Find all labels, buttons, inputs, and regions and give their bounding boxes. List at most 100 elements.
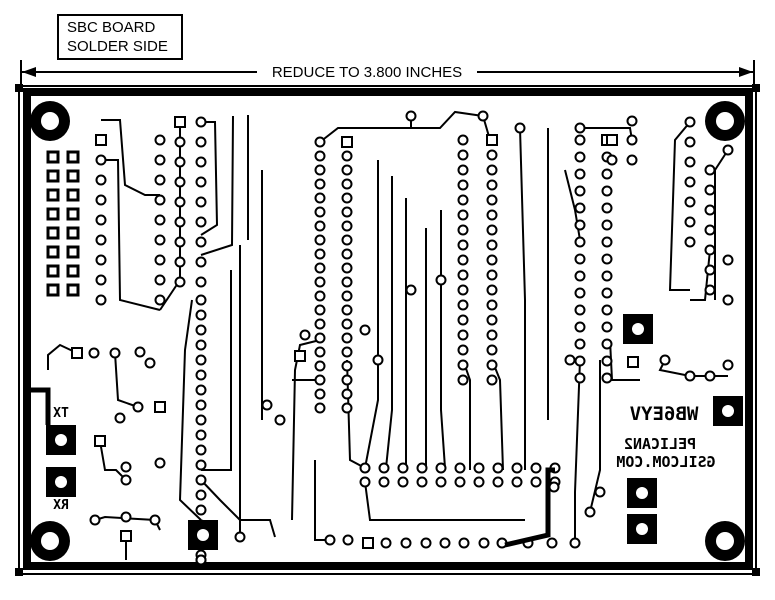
connector-pad <box>46 226 60 240</box>
square-pad <box>341 136 353 148</box>
round-pad <box>195 216 207 228</box>
round-pad <box>457 239 469 251</box>
round-pad <box>458 537 470 549</box>
round-pad <box>574 134 586 146</box>
round-pad <box>574 151 586 163</box>
round-pad <box>397 462 409 474</box>
round-pad <box>601 202 613 214</box>
round-pad <box>195 176 207 188</box>
round-pad <box>594 486 606 498</box>
round-pad <box>341 374 353 386</box>
round-pad <box>154 154 166 166</box>
round-pad <box>174 216 186 228</box>
round-pad <box>457 209 469 221</box>
round-pad <box>154 194 166 206</box>
round-pad <box>314 220 326 232</box>
trace <box>101 119 160 196</box>
trace <box>200 121 219 236</box>
round-pad <box>473 462 485 474</box>
round-pad <box>195 324 207 336</box>
round-pad <box>341 178 353 190</box>
round-pad <box>195 429 207 441</box>
round-pad <box>380 537 392 549</box>
round-pad <box>548 481 560 493</box>
round-pad <box>341 360 353 372</box>
round-pad <box>601 304 613 316</box>
round-pad <box>195 369 207 381</box>
trace <box>114 352 139 408</box>
round-pad <box>341 164 353 176</box>
round-pad <box>601 219 613 231</box>
round-pad <box>457 224 469 236</box>
round-pad <box>314 164 326 176</box>
round-pad <box>195 156 207 168</box>
round-pad <box>574 304 586 316</box>
round-pad <box>149 514 161 526</box>
round-pad <box>174 156 186 168</box>
round-pad <box>195 309 207 321</box>
round-pad <box>314 304 326 316</box>
round-pad <box>486 194 498 206</box>
round-pad <box>89 514 101 526</box>
round-pad <box>530 462 542 474</box>
connector-pad <box>46 283 60 297</box>
round-pad <box>457 179 469 191</box>
round-pad <box>195 339 207 351</box>
round-pad <box>324 534 336 546</box>
round-pad <box>314 178 326 190</box>
round-pad <box>486 164 498 176</box>
round-pad <box>95 294 107 306</box>
round-pad <box>492 462 504 474</box>
round-pad <box>486 284 498 296</box>
round-pad <box>486 209 498 221</box>
round-pad <box>314 192 326 204</box>
round-pad <box>477 110 489 122</box>
callsign-label: WB6EYV <box>630 403 699 425</box>
round-pad <box>486 239 498 251</box>
round-pad <box>95 194 107 206</box>
round-pad <box>626 134 638 146</box>
round-pad <box>154 174 166 186</box>
connector-pad <box>66 169 80 183</box>
round-pad <box>574 372 586 384</box>
round-pad <box>120 511 132 523</box>
round-pad <box>574 287 586 299</box>
round-pad <box>314 388 326 400</box>
round-pad <box>601 185 613 197</box>
round-pad <box>684 116 696 128</box>
large-pads <box>46 314 743 550</box>
email-domain-label: GSILCOM.COM <box>616 453 715 471</box>
round-pad <box>569 537 581 549</box>
board-title-line1: SBC BOARD <box>67 19 156 36</box>
round-pad <box>457 269 469 281</box>
round-pad <box>314 402 326 414</box>
round-pad <box>704 244 716 256</box>
round-pad <box>684 176 696 188</box>
round-pad <box>400 537 412 549</box>
round-pad <box>704 204 716 216</box>
trace <box>99 440 127 481</box>
connector-pad <box>66 283 80 297</box>
round-pad <box>88 347 100 359</box>
round-pad <box>704 164 716 176</box>
round-pad <box>722 254 734 266</box>
round-pad <box>341 220 353 232</box>
round-pad <box>564 354 576 366</box>
square-pad <box>362 537 374 549</box>
square-pad <box>154 401 166 413</box>
round-pad <box>416 462 428 474</box>
trace <box>519 127 526 470</box>
round-pad <box>109 347 121 359</box>
round-pad <box>574 236 586 248</box>
round-pad <box>195 444 207 456</box>
round-pad <box>341 276 353 288</box>
round-pad <box>341 192 353 204</box>
email-user-label: PELICAN2 <box>624 435 696 453</box>
round-pad <box>574 168 586 180</box>
round-pad <box>134 346 146 358</box>
round-pad <box>546 537 558 549</box>
round-pad <box>314 136 326 148</box>
round-pad <box>234 531 246 543</box>
connector-pad <box>66 245 80 259</box>
round-pad <box>511 462 523 474</box>
